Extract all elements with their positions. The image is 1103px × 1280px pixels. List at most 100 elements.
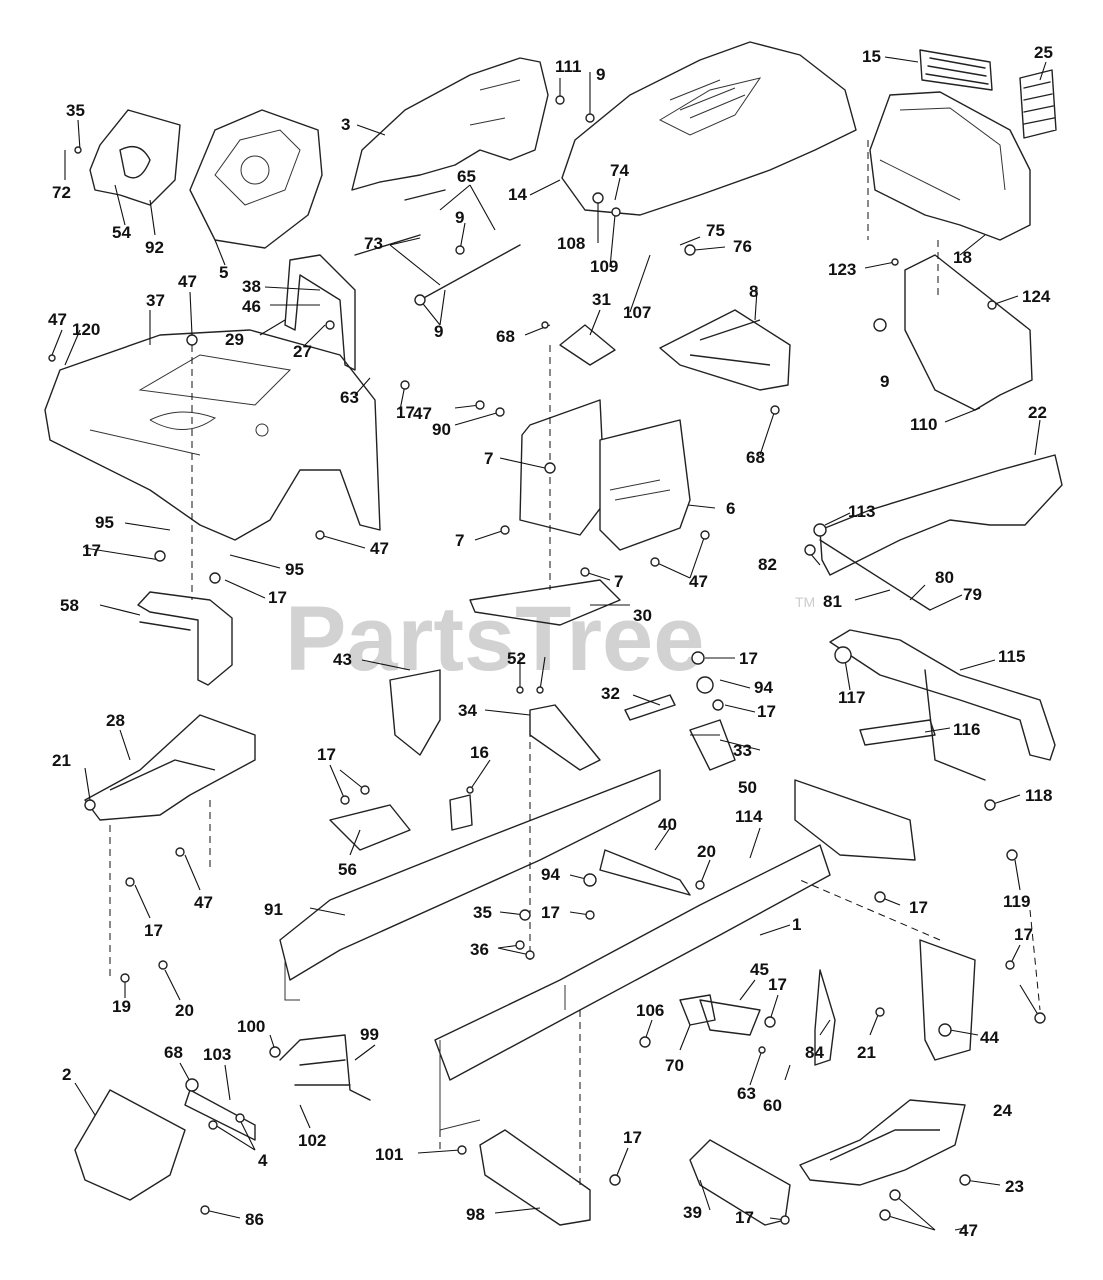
callout-47-b: 47	[959, 1221, 978, 1240]
callout-17-d: 17	[739, 649, 758, 668]
callout-117: 117	[838, 688, 865, 707]
callout-47-c: 47	[178, 272, 197, 291]
part-bracket-33	[689, 719, 736, 771]
callout-98: 98	[466, 1205, 485, 1224]
callout-36: 36	[470, 940, 489, 959]
part-bracket-34	[529, 704, 601, 771]
callout-60: 60	[763, 1096, 782, 1115]
part-grille-15	[919, 49, 993, 91]
callout-34: 34	[458, 701, 477, 720]
callout-15: 15	[862, 47, 881, 66]
callout-70: 70	[665, 1056, 684, 1075]
callout-17-k: 17	[396, 403, 415, 422]
callout-27: 27	[293, 342, 312, 361]
callout-63-a: 63	[340, 388, 359, 407]
callout-19: 19	[112, 997, 131, 1016]
callout-111: 111	[555, 57, 582, 76]
part-bracket-103	[184, 1089, 256, 1141]
part-support-6	[519, 399, 691, 551]
callout-120: 120	[72, 320, 100, 339]
fasteners	[48, 95, 1046, 1225]
callout-17-b: 17	[1014, 925, 1033, 944]
callout-17-f: 17	[317, 745, 336, 764]
parts-layer	[44, 41, 1063, 1226]
callout-17-a: 17	[909, 898, 928, 917]
part-bracket-45	[699, 999, 761, 1036]
callout-103: 103	[203, 1045, 231, 1064]
callout-79: 79	[963, 585, 982, 604]
part-battery-tray	[659, 309, 791, 391]
part-arm-44	[919, 939, 976, 1061]
watermark: PartsTree	[285, 588, 704, 690]
callout-44: 44	[980, 1028, 999, 1047]
callout-47-d: 47	[48, 310, 67, 329]
callout-17-e: 17	[757, 702, 776, 721]
callout-43: 43	[333, 650, 352, 669]
callout-16: 16	[470, 743, 489, 762]
callout-5: 5	[219, 263, 228, 282]
callout-21-a: 21	[857, 1043, 876, 1062]
callout-50: 50	[738, 778, 757, 797]
callout-82: 82	[758, 555, 777, 574]
part-bracket-31	[559, 324, 616, 366]
callout-107: 107	[623, 303, 651, 322]
callout-7-b: 7	[455, 531, 464, 550]
callout-35-b: 35	[473, 903, 492, 922]
callout-63-b: 63	[737, 1084, 756, 1103]
callout-23: 23	[1005, 1177, 1024, 1196]
callout-17-g: 17	[541, 903, 560, 922]
part-bracket-16	[449, 794, 473, 831]
part-strap-29	[284, 254, 356, 371]
part-footrest-right	[799, 1099, 966, 1186]
callout-47-f: 47	[689, 572, 708, 591]
callout-7-c: 7	[614, 572, 623, 591]
callout-68-b: 68	[164, 1043, 183, 1062]
callout-24: 24	[993, 1101, 1012, 1120]
part-bracket-56	[329, 804, 411, 851]
callout-2: 2	[62, 1065, 71, 1084]
callout-75: 75	[706, 221, 725, 240]
callout-90: 90	[432, 420, 451, 439]
callout-124: 124	[1022, 287, 1051, 306]
callout-6: 6	[726, 499, 735, 518]
callout-35-a: 35	[66, 101, 85, 120]
callout-123: 123	[828, 260, 856, 279]
callout-58: 58	[60, 596, 79, 615]
callout-80: 80	[935, 568, 954, 587]
part-bracket-43	[389, 669, 441, 756]
callout-47-a: 47	[194, 893, 213, 912]
part-rail-116	[859, 719, 936, 746]
callout-72: 72	[52, 183, 71, 202]
part-pedal-rod	[279, 1034, 371, 1101]
callout-17-l: 17	[82, 541, 101, 560]
part-hood	[561, 41, 857, 216]
callout-17-i: 17	[623, 1128, 642, 1147]
callout-20-a: 20	[697, 842, 716, 861]
part-link-73	[354, 189, 521, 301]
callout-74: 74	[610, 161, 629, 180]
callout-32: 32	[601, 684, 620, 703]
callout-100: 100	[237, 1017, 265, 1036]
callout-7-a: 7	[484, 449, 493, 468]
callout-21-b: 21	[52, 751, 71, 770]
callout-81: 81	[823, 592, 842, 611]
part-front-bumper	[819, 454, 1063, 576]
part-link-40	[599, 849, 691, 896]
callout-68-c: 68	[746, 448, 765, 467]
callout-95-b: 95	[285, 560, 304, 579]
callout-52: 52	[507, 649, 526, 668]
callout-8: 8	[749, 282, 758, 301]
callout-95-a: 95	[95, 513, 114, 532]
callout-39: 39	[683, 1203, 702, 1222]
callout-25: 25	[1034, 43, 1053, 62]
callout-labels: 3 111 9 14 15 25 18 123 124 9 110 22 113…	[48, 43, 1053, 1240]
part-skid-plate	[479, 1129, 591, 1226]
part-grille-25	[1019, 69, 1057, 139]
callout-76: 76	[733, 237, 752, 256]
callout-46: 46	[242, 297, 261, 316]
callout-116: 116	[953, 720, 980, 739]
callout-40: 40	[658, 815, 677, 834]
callout-3: 3	[341, 115, 350, 134]
callout-101: 101	[375, 1145, 403, 1164]
